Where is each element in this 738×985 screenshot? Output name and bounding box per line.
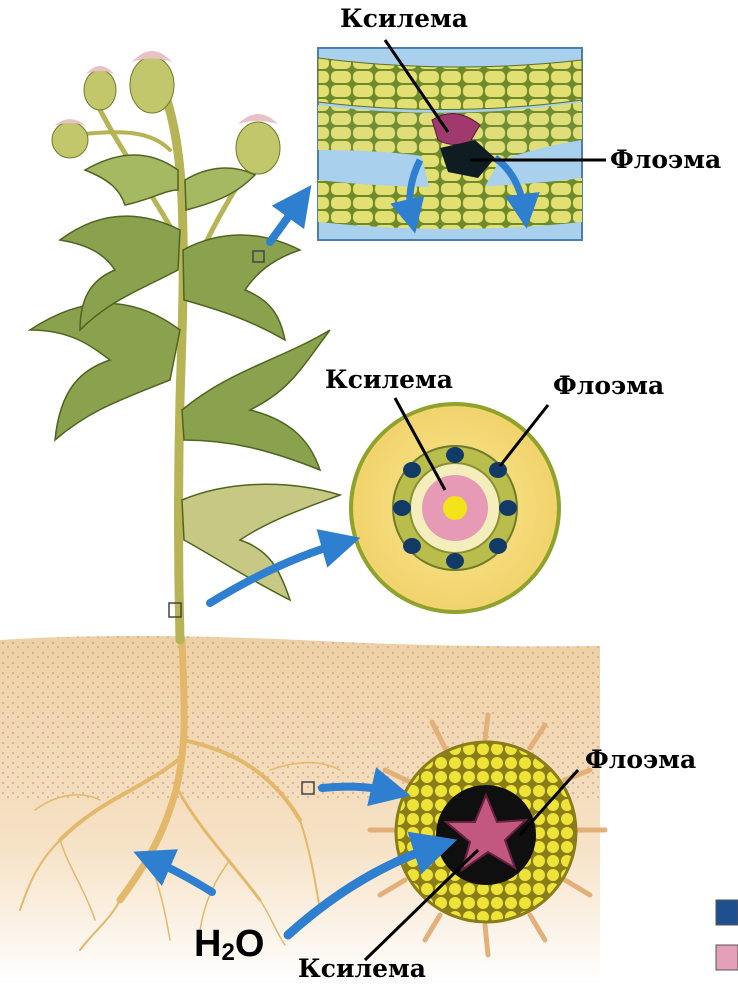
stem-xylem-label: Ксилема: [325, 365, 453, 394]
flower-head: [52, 119, 88, 158]
leaf-phloem-label: Флоэма: [610, 145, 721, 174]
flower-head: [236, 114, 280, 174]
legend-phloem-swatch: [716, 900, 738, 925]
stem-cross-section: [351, 404, 559, 612]
stem-phloem-label: Флоэма: [553, 371, 664, 400]
arrow-icon: [270, 198, 302, 242]
root-phloem-label: Флоэма: [585, 745, 696, 774]
stem-pith: [443, 496, 467, 520]
flower-head: [84, 66, 116, 110]
leaf-cross-section: [318, 48, 582, 240]
legend-xylem-swatch: [716, 945, 738, 970]
flower-head: [130, 51, 174, 113]
root-xylem-label: Ксилема: [298, 954, 426, 983]
leaf-xylem-label: Ксилема: [340, 4, 468, 33]
